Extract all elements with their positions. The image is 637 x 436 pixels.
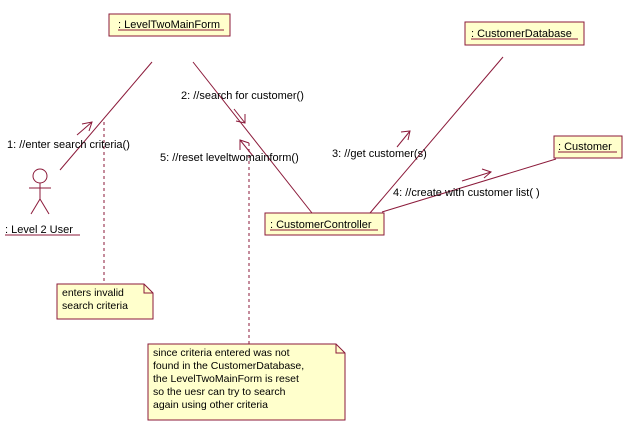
- message-reset-leveltwomainform: 5: //reset leveltwomainform(): [160, 152, 299, 164]
- link-controller-customer: [381, 158, 557, 213]
- links: [59, 56, 557, 344]
- note-reset-line-4: so the uesr can try to search: [153, 386, 286, 398]
- link-controller-database: [369, 56, 504, 214]
- note-invalid-line-2: search criteria: [62, 300, 128, 312]
- stick-figure-actor-icon: [29, 168, 51, 215]
- object-level-two-main-form-label: : LevelTwoMainForm: [118, 19, 220, 31]
- actor-name: : Level 2 User: [5, 224, 73, 236]
- arrow-get-customers: [396, 130, 411, 148]
- object-customer-label: : Customer: [558, 141, 612, 153]
- note-reset-line-2: found in the CustomerDatabase,: [153, 360, 304, 372]
- object-customer-controller: : CustomerController: [264, 212, 385, 236]
- object-level-two-main-form: : LevelTwoMainForm: [108, 13, 231, 37]
- message-arrows: [76, 108, 492, 182]
- arrow-search-for-customer: [233, 108, 246, 124]
- object-customer-database-label: : CustomerDatabase: [471, 28, 572, 40]
- message-enter-search-criteria: 1: //enter search criteria(): [7, 139, 130, 151]
- note-enters-invalid-criteria: enters invalid search criteria: [56, 283, 154, 320]
- note-reset-line-3: the LevelTwoMainForm is reset: [153, 373, 299, 385]
- arrow-enter-search-criteria: [76, 121, 93, 136]
- object-customer-controller-label: : CustomerController: [270, 219, 372, 231]
- note-reset-line-5: again using other criteria: [153, 399, 268, 411]
- note-invalid-line-1: enters invalid: [62, 287, 124, 299]
- note-reset-line-1: since criteria entered was not: [153, 347, 290, 359]
- object-customer: : Customer: [553, 135, 623, 159]
- note-reset-explanation: since criteria entered was not found in …: [147, 343, 346, 421]
- link-actor-form: [59, 61, 153, 171]
- message-search-for-customer: 2: //search for customer(): [181, 90, 304, 102]
- arrow-reset-form: [239, 139, 254, 157]
- arrow-create-customer-list: [461, 168, 492, 182]
- link-form-controller: [192, 61, 313, 214]
- message-get-customers: 3: //get customer(s): [332, 148, 427, 160]
- object-customer-database: : CustomerDatabase: [464, 21, 585, 46]
- actor-level-2-user: : Level 2 User: [5, 168, 80, 236]
- message-create-with-customer-list: 4: //create with customer list( ): [393, 187, 540, 199]
